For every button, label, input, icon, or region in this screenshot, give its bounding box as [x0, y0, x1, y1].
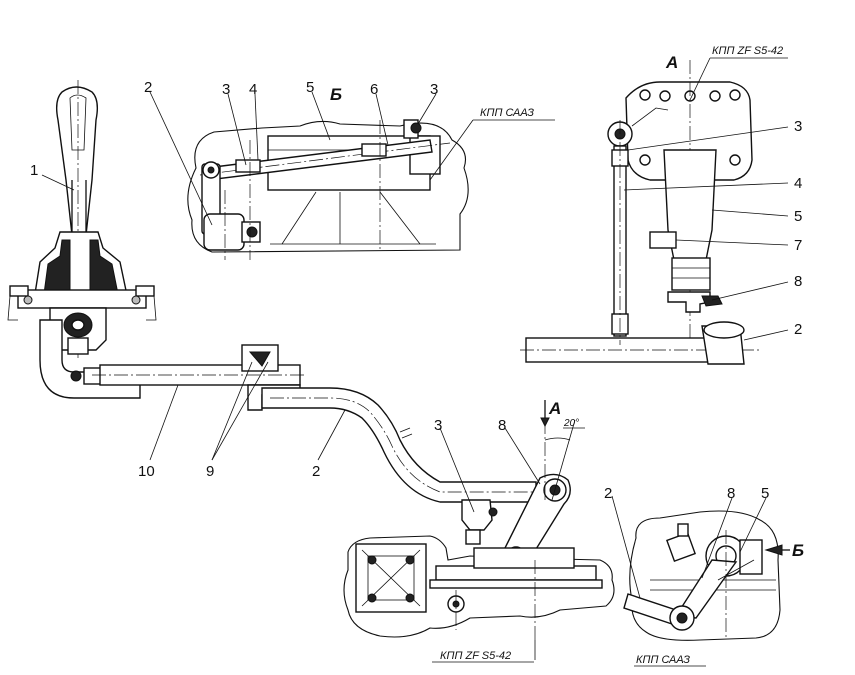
view-b-mark-arrow: Б — [792, 541, 804, 560]
callout-3-view-a: 3 — [794, 118, 802, 135]
view-a-mark-arrow: А — [548, 399, 561, 418]
callout-2-view-b: 2 — [144, 79, 152, 96]
callout-10: 10 — [138, 463, 155, 480]
angle-label: 20° — [563, 418, 579, 429]
callout-1-lever: 1 — [30, 162, 38, 179]
callout-3-view-b-left: 3 — [222, 81, 230, 98]
view-a-zf — [520, 60, 760, 365]
callout-4-view-b: 4 — [249, 81, 257, 98]
view-b-mark-top: Б — [330, 85, 342, 104]
callout-5-view-a: 5 — [794, 208, 802, 225]
callout-5-view-b: 5 — [306, 79, 314, 96]
leader-lines — [41, 57, 789, 667]
callout-8-main: 8 — [498, 417, 506, 434]
caption-zf-bottom: КПП ZF S5-42 — [440, 650, 511, 662]
inset-saaz — [623, 510, 790, 641]
caption-zf-top: КПП ZF S5-42 — [712, 45, 783, 57]
caption-saaz-top: КПП СААЗ — [480, 107, 534, 119]
callout-9: 9 — [206, 463, 214, 480]
callout-2-main: 2 — [312, 463, 320, 480]
gear-lever-assembly — [7, 80, 157, 399]
callout-8-inset: 8 — [727, 485, 735, 502]
shift-rod-assembly — [92, 344, 585, 569]
callout-2-inset: 2 — [604, 485, 612, 502]
callout-3-main: 3 — [434, 417, 442, 434]
callout-3-view-b-right: 3 — [430, 81, 438, 98]
callout-7-view-a: 7 — [794, 237, 802, 254]
callout-4-view-a: 4 — [794, 175, 802, 192]
view-b-saaz — [187, 119, 469, 260]
callout-8-view-a: 8 — [794, 273, 802, 290]
callout-5-inset: 5 — [761, 485, 769, 502]
labels: 1 2 3 4 5 Б 6 3 КПП СААЗ А КПП ZF S5-42 … — [30, 45, 804, 666]
callout-2-view-a: 2 — [794, 321, 802, 338]
caption-saaz-bottom: КПП СААЗ — [636, 654, 690, 666]
view-a-mark-top: А — [665, 53, 678, 72]
zf-gearbox-fragment — [343, 535, 615, 660]
callout-6-view-b: 6 — [370, 81, 378, 98]
